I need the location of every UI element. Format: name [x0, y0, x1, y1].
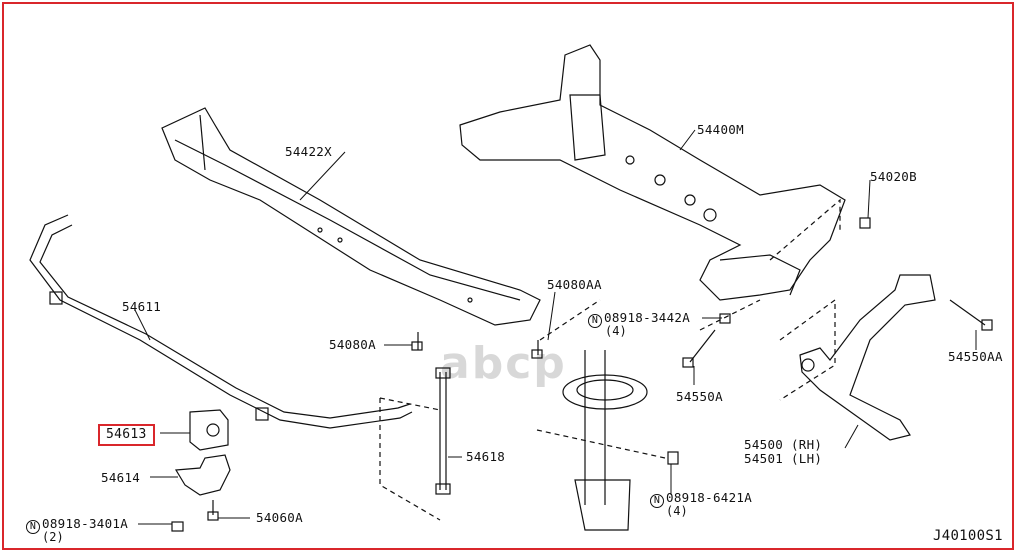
part-label-54550AA: 54550AA [948, 349, 1003, 364]
new-part-n-icon: N [588, 314, 602, 328]
part-label-54618: 54618 [466, 449, 506, 464]
part-label-54614: 54614 [101, 470, 141, 485]
clamp [174, 454, 231, 496]
part-label-54080A: 54080A [329, 337, 376, 352]
strut [562, 350, 648, 531]
part-code: 08918-3401A [42, 516, 129, 531]
suspension-member [459, 44, 846, 301]
part-label-54080AA: 54080AA [547, 277, 602, 292]
bushing-hole [206, 423, 220, 437]
part-label-54613-highlighted[interactable]: 54613 [98, 424, 155, 446]
quantity-3401A: (2) [42, 530, 64, 544]
watermark-logo: abcp [440, 338, 567, 389]
part-label-54611: 54611 [122, 299, 162, 314]
part-code: 08918-3442A [604, 310, 691, 325]
new-part-n-icon: N [650, 494, 664, 508]
leader-lines [134, 129, 977, 525]
part-label-54550A: 54550A [676, 389, 723, 404]
part-code: 08918-6421A [666, 490, 753, 505]
part-label-54422X: 54422X [285, 144, 332, 159]
bushing [189, 409, 229, 451]
part-label-54060A: 54060A [256, 510, 303, 525]
new-part-n-icon: N [26, 520, 40, 534]
part-label-54501-lh: 54501 (LH) [744, 451, 823, 466]
lower-arm [769, 198, 936, 441]
part-label-54500-rh: 54500 (RH) [744, 437, 823, 452]
part-label-54400M: 54400M [697, 122, 744, 137]
diagram-code: J40100S1 [933, 528, 1003, 544]
quantity-6421A: (4) [666, 504, 688, 518]
quantity-3442A: (4) [605, 324, 627, 338]
stabilizer-bar [29, 214, 413, 429]
stabilizer-link [379, 367, 451, 521]
part-label-54020B: 54020B [870, 169, 917, 184]
front-crossmember [161, 107, 541, 326]
fasteners [171, 217, 993, 532]
